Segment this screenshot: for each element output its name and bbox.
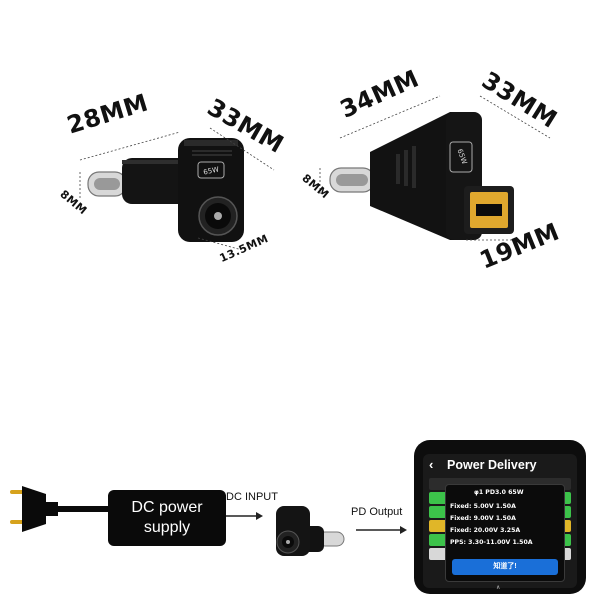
round-dc-adapter-image: 65W <box>79 127 275 250</box>
back-chevron-icon[interactable]: ‹ <box>429 457 434 472</box>
screen-title: Power Delivery <box>447 458 537 472</box>
confirm-button[interactable]: 知道了! <box>452 559 558 575</box>
popup-line: Fixed: 20.00V 3.25A <box>450 527 521 534</box>
left-65w-badge: 65W <box>203 165 220 176</box>
tester-display: ‹ Power Delivery φ1 PD3.0 65W Fixed: 5.0… <box>423 454 577 588</box>
usb-tester-device: ‹ Power Delivery φ1 PD3.0 65W Fixed: 5.0… <box>414 440 586 594</box>
popup-line: Fixed: 5.00V 1.50A <box>450 503 516 510</box>
arrow-right-icon <box>356 526 407 534</box>
chevron-up-icon: ∧ <box>496 585 501 591</box>
popup-line: Fixed: 9.00V 1.50A <box>450 515 516 522</box>
pd-capabilities-popup: φ1 PD3.0 65W Fixed: 5.00V 1.50A Fixed: 9… <box>445 484 565 582</box>
pd-output-label: PD Output <box>351 506 403 518</box>
small-adapter-image <box>276 506 345 556</box>
popup-line: PPS: 3.30-11.00V 1.50A <box>450 539 533 546</box>
arrow-right-icon <box>226 512 263 520</box>
popup-line: φ1 PD3.0 65W <box>474 489 524 496</box>
dc-input-label: DC INPUT <box>226 491 278 503</box>
square-tip-adapter-image: 65W <box>319 95 551 241</box>
power-plug-icon <box>10 486 108 532</box>
dc-power-supply-box: DC power supply <box>108 490 226 546</box>
dc-box-line1: DC power <box>131 499 203 516</box>
dc-box-line2: supply <box>143 519 191 536</box>
